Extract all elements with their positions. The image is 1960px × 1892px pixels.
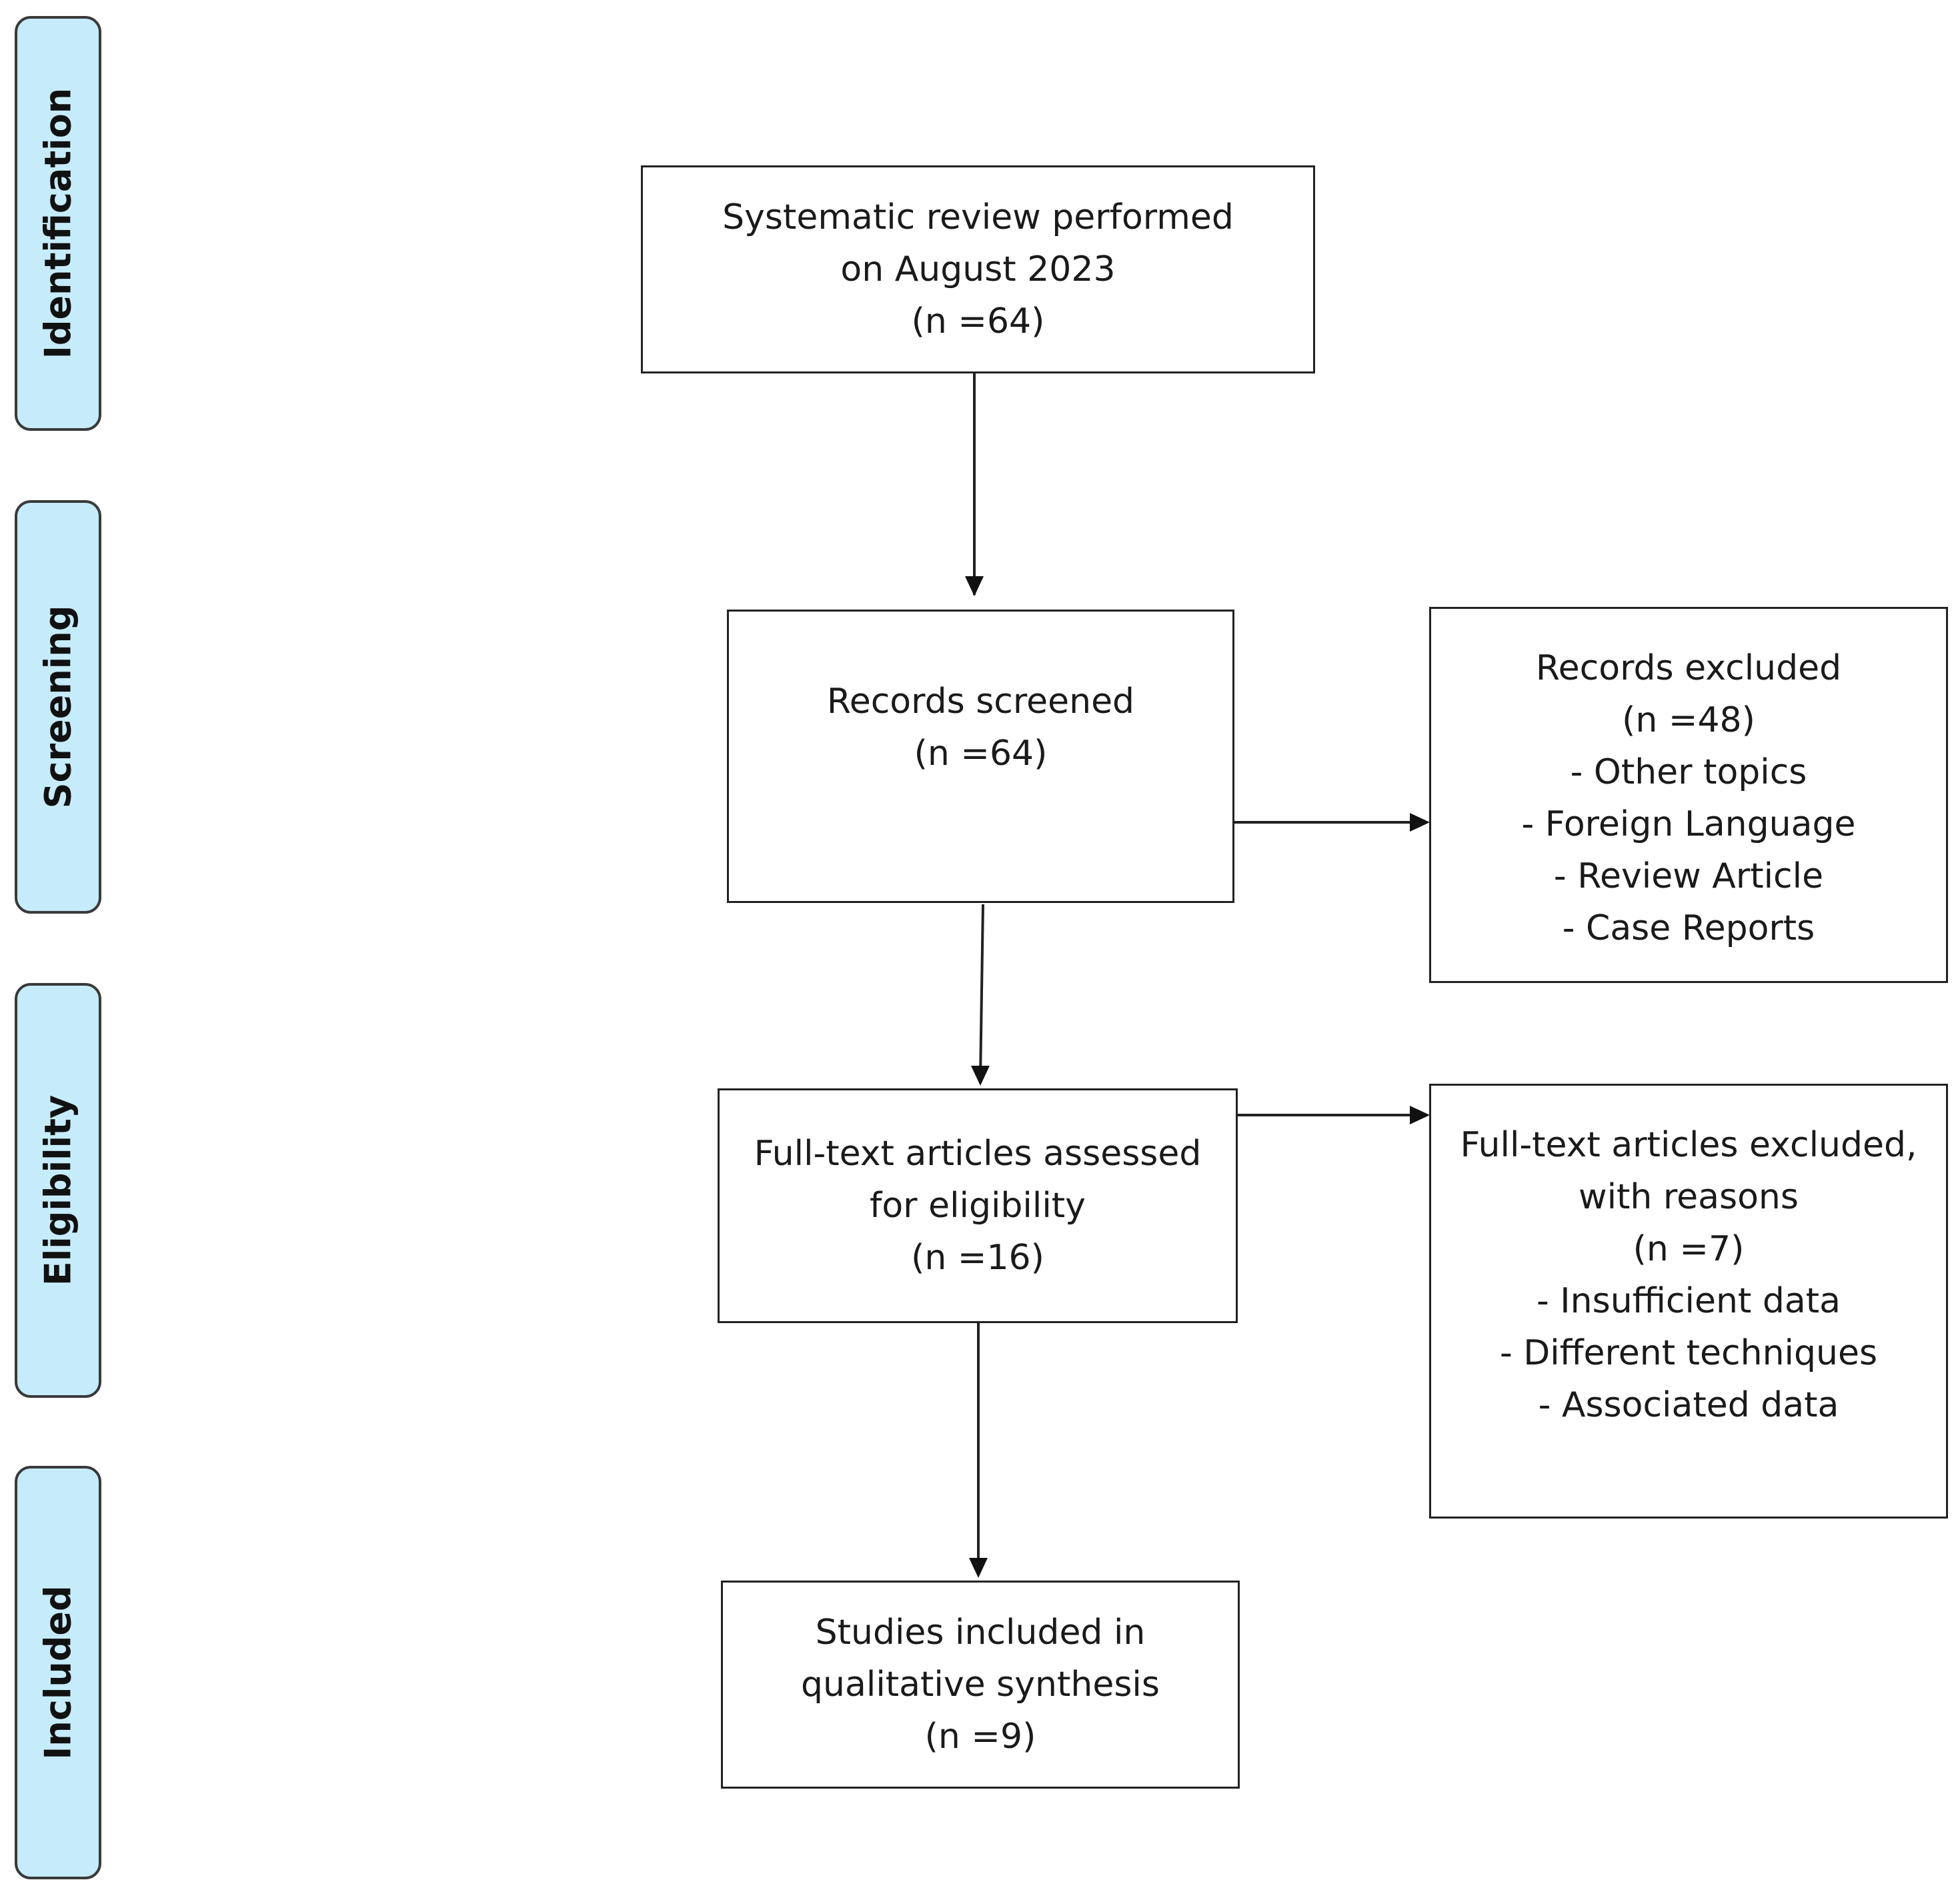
arrow-screened-to-fulltext — [979, 904, 984, 1080]
identification-count: (n =64) — [911, 301, 1045, 341]
stage-screening: Screening — [15, 500, 101, 914]
stage-included: Included — [15, 1466, 101, 1879]
included-count: (n =9) — [924, 1717, 1036, 1757]
identification-line-1: Systematic review performed — [722, 197, 1234, 237]
arrowhead-4 — [1410, 1106, 1430, 1124]
fulltext-excluded-line-1: Full-text articles excluded, — [1460, 1125, 1917, 1165]
screened-count: (n =64) — [914, 734, 1048, 774]
arrowhead-3 — [971, 1066, 990, 1086]
included-line-1: Studies included in — [815, 1613, 1146, 1653]
stage-identification: Identification — [15, 16, 101, 431]
box-fulltext-excluded: Full-text articles excluded, with reason… — [1429, 1084, 1948, 1519]
excluded-reason-1: - Other topics — [1570, 752, 1807, 792]
excluded-count: (n =48) — [1622, 700, 1755, 740]
identification-line-2: on August 2023 — [840, 249, 1116, 289]
excluded-reason-3: - Review Article — [1553, 856, 1824, 896]
box-fulltext-assessed: Full-text articles assessed for eligibil… — [718, 1088, 1238, 1323]
box-studies-included: Studies included in qualitative synthesi… — [721, 1581, 1240, 1789]
excluded-reason-2: - Foreign Language — [1521, 804, 1856, 844]
excluded-line-1: Records excluded — [1535, 648, 1842, 688]
fulltext-excluded-line-2: with reasons — [1579, 1177, 1799, 1217]
arrowhead-2 — [1410, 813, 1430, 832]
fulltext-line-1: Full-text articles assessed — [754, 1134, 1202, 1174]
fulltext-excluded-count: (n =7) — [1633, 1229, 1745, 1269]
arrowhead-5 — [969, 1558, 988, 1578]
arrowhead-1 — [965, 576, 984, 596]
screened-line-1: Records screened — [826, 682, 1135, 722]
fulltext-line-2: for eligibility — [870, 1186, 1086, 1226]
box-records-excluded: Records excluded (n =48) - Other topics … — [1429, 607, 1948, 983]
included-line-2: qualitative synthesis — [801, 1665, 1160, 1705]
stage-eligibility: Eligibility — [15, 983, 101, 1398]
box-records-screened: Records screened (n =64) — [727, 610, 1234, 903]
fulltext-excluded-reason-3: - Associated data — [1538, 1385, 1839, 1425]
excluded-reason-4: - Case Reports — [1562, 908, 1815, 948]
fulltext-count: (n =16) — [911, 1238, 1044, 1278]
fulltext-excluded-reason-1: - Insufficient data — [1537, 1281, 1841, 1321]
fulltext-excluded-reason-2: - Different techniques — [1499, 1333, 1878, 1373]
box-identification: Systematic review performed on August 20… — [641, 165, 1315, 373]
